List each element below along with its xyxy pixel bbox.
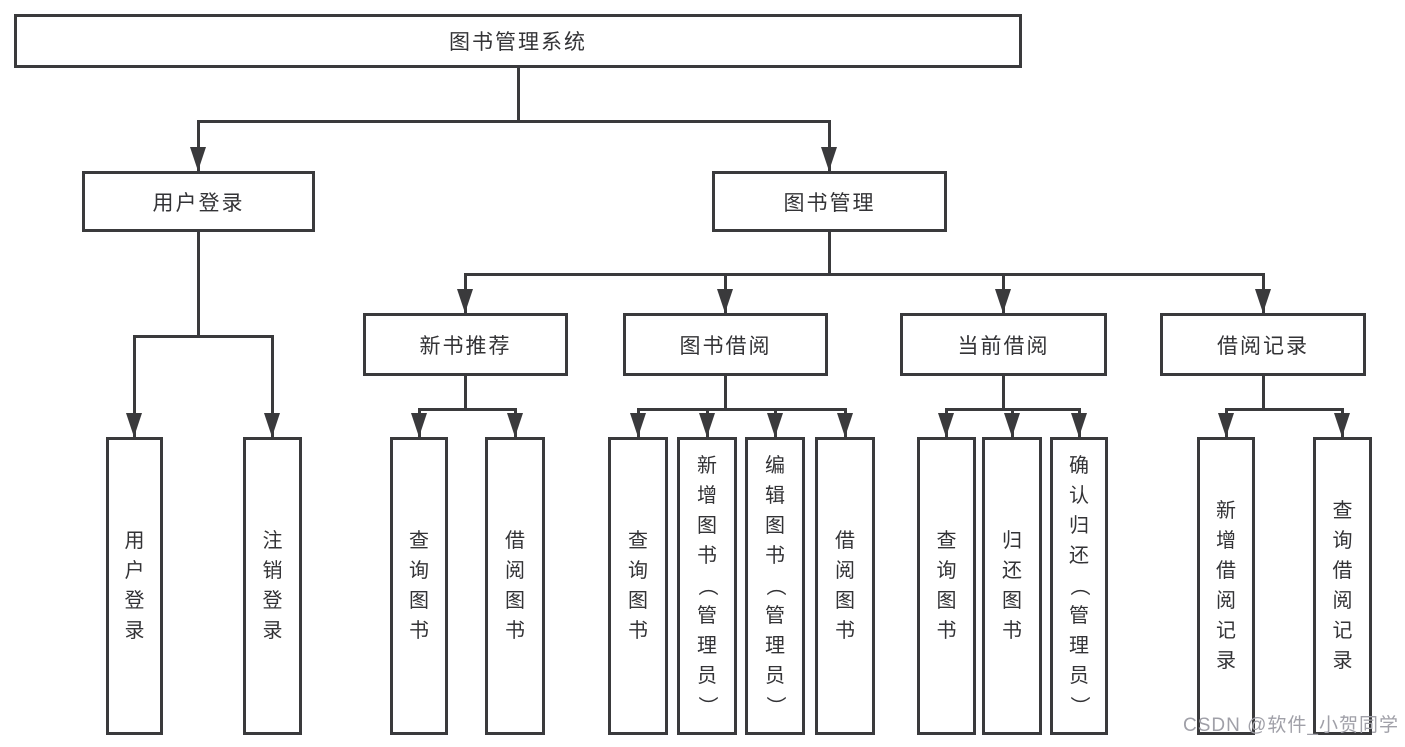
node-label: 确认归还（管理员） [1068,455,1090,716]
arrowhead-down-icon [717,289,733,313]
connector-line [637,408,847,411]
connector-line [464,273,1265,276]
connector-line [1225,408,1344,411]
arrowhead-down-icon [1334,413,1350,437]
node-label: 图书管理 [783,191,876,215]
leaf-query-books-newbook: 查询图书 [390,437,448,735]
leaf-user-login: 用户登录 [106,437,163,735]
node-label: 编辑图书（管理员） [764,455,786,716]
leaf-query-borrow-record: 查询借阅记录 [1313,437,1372,735]
node-library-management-system: 图书管理系统 [14,14,1022,68]
node-label: 当前借阅 [957,334,1050,358]
arrowhead-down-icon [1255,289,1271,313]
leaf-add-borrow-record: 新增借阅记录 [1197,437,1255,735]
leaf-logout: 注销登录 [243,437,302,735]
arrowhead-down-icon [767,413,783,437]
connector-line [828,120,831,171]
connector-line [197,120,831,123]
leaf-return-books: 归还图书 [982,437,1042,735]
arrowhead-down-icon [1218,413,1234,437]
connector-line [133,335,136,437]
node-user-login: 用户登录 [82,171,315,232]
arrowhead-down-icon [1004,413,1020,437]
leaf-borrow-books-newbook: 借阅图书 [485,437,545,735]
connector-line [133,335,274,338]
arrowhead-down-icon [630,413,646,437]
arrowhead-down-icon [411,413,427,437]
connector-line [197,120,200,171]
node-label: 归还图书 [1002,530,1022,642]
node-new-book-recommendation: 新书推荐 [363,313,568,376]
node-label: 注销登录 [262,530,283,642]
connector-line [464,376,467,408]
node-label: 新书推荐 [419,334,512,358]
node-label: 查询图书 [409,530,429,642]
node-label: 新增借阅记录 [1216,500,1236,672]
connector-line [271,335,274,437]
node-label: 借阅图书 [505,530,525,642]
node-label: 借阅图书 [835,530,855,642]
node-label: 用户登录 [152,191,245,215]
arrowhead-down-icon [457,289,473,313]
connector-line [197,232,200,335]
node-current-borrowing: 当前借阅 [900,313,1107,376]
node-label: 借阅记录 [1217,334,1309,358]
leaf-borrow-books-borrow: 借阅图书 [815,437,875,735]
arrowhead-down-icon [1071,413,1087,437]
node-book-borrowing: 图书借阅 [623,313,828,376]
node-label: 用户登录 [124,530,145,642]
connector-line [828,232,831,273]
arrowhead-down-icon [507,413,523,437]
leaf-query-books-borrow: 查询图书 [608,437,668,735]
arrowhead-down-icon [190,147,206,171]
leaf-query-books-current: 查询图书 [917,437,976,735]
connector-line [724,376,727,408]
arrowhead-down-icon [938,413,954,437]
node-label: 图书借阅 [679,334,772,358]
connector-line [418,408,517,411]
leaf-confirm-return-admin: 确认归还（管理员） [1050,437,1108,735]
watermark: CSDN @软件_小贺同学 [1183,715,1399,736]
arrowhead-down-icon [837,413,853,437]
node-label: 新增图书（管理员） [696,455,718,716]
arrowhead-down-icon [995,289,1011,313]
connector-line [517,68,520,120]
arrowhead-down-icon [699,413,715,437]
node-label: 查询图书 [628,530,648,642]
arrowhead-down-icon [821,147,837,171]
arrowhead-down-icon [264,413,280,437]
leaf-edit-book-admin: 编辑图书（管理员） [745,437,805,735]
node-borrowing-records: 借阅记录 [1160,313,1366,376]
connector-line [1262,376,1265,408]
arrowhead-down-icon [126,413,142,437]
leaf-add-book-admin: 新增图书（管理员） [677,437,737,735]
node-book-management: 图书管理 [712,171,947,232]
node-label: 图书管理系统 [449,31,587,54]
node-label: 查询借阅记录 [1332,500,1353,672]
connector-line [1002,376,1005,408]
node-label: 查询图书 [936,530,957,642]
